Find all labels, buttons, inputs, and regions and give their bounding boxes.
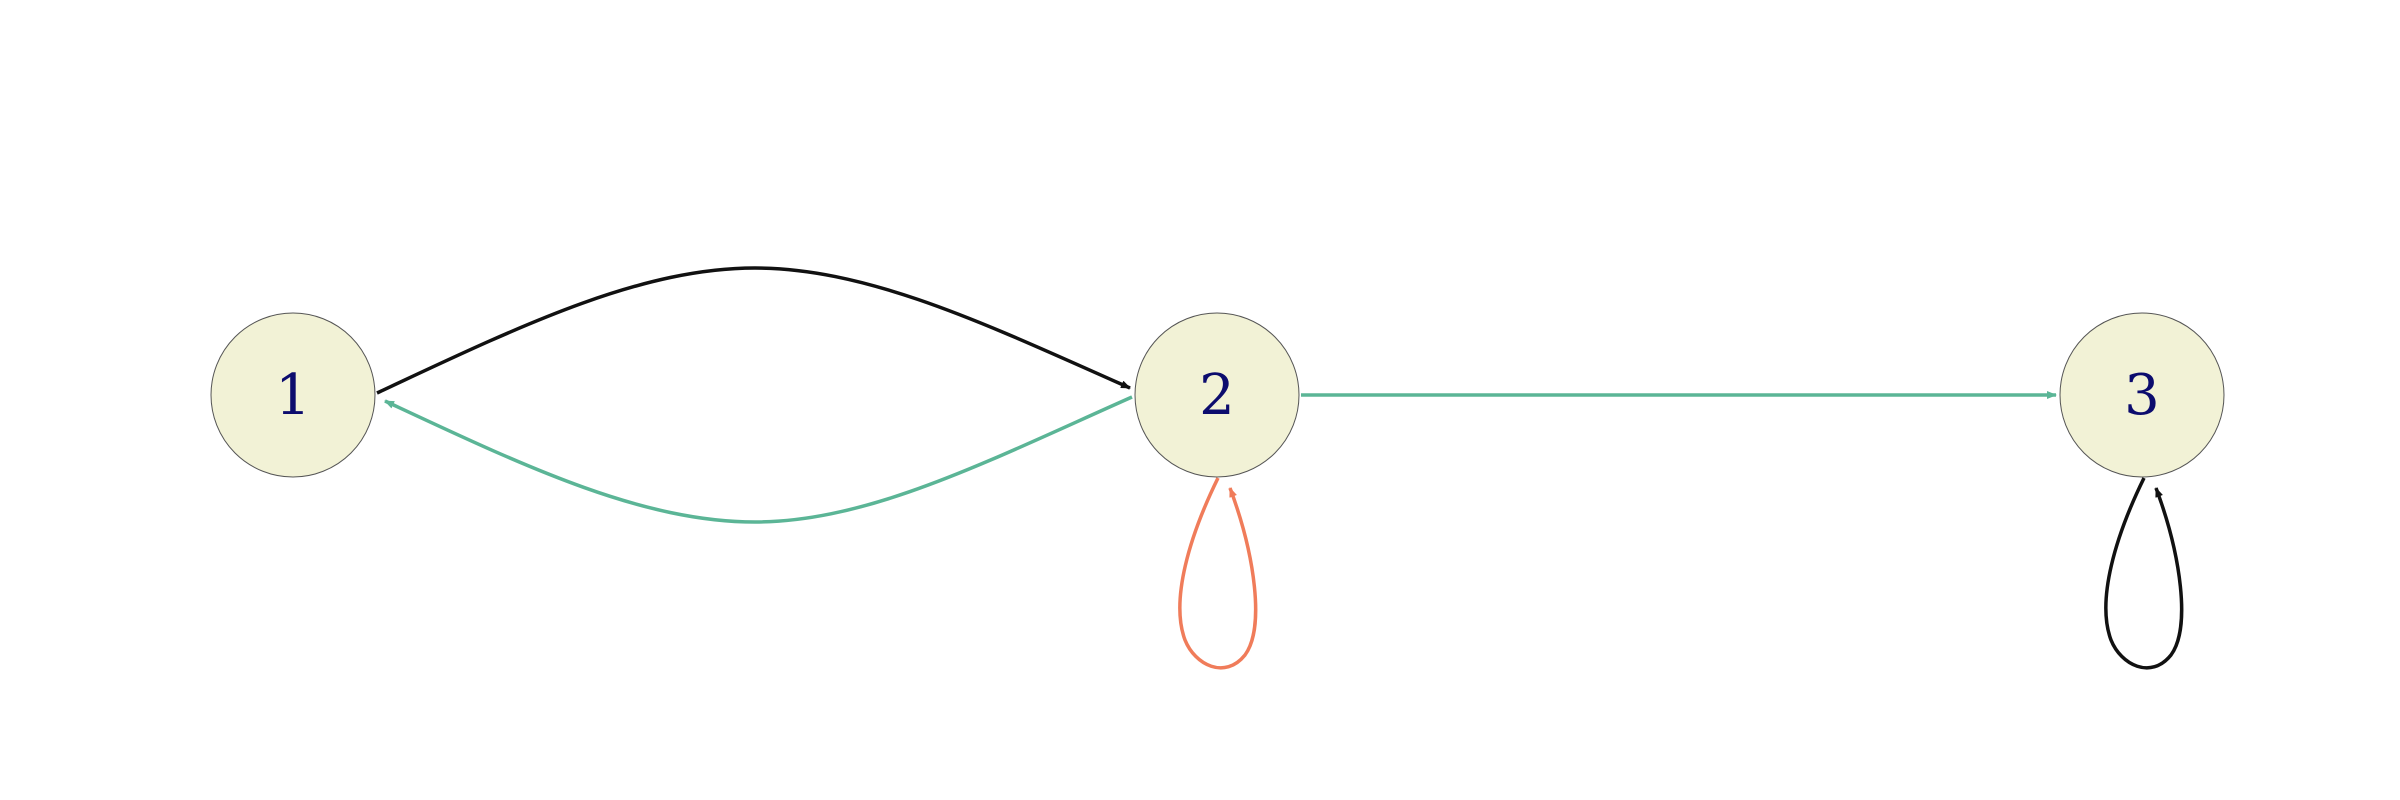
edge-2-to-1: [384, 395, 1133, 524]
edge-3-self-loop: [2104, 477, 2184, 670]
node-1-circle: [210, 312, 376, 478]
edge-1-to-2: [376, 266, 1131, 395]
node-2: 2: [1134, 312, 1300, 478]
node-3-label: 3: [2124, 363, 2160, 428]
node-3: 3: [2059, 312, 2225, 478]
node-2-circle: [1134, 312, 1300, 478]
node-1: 1: [210, 312, 376, 478]
node-3-circle: [2059, 312, 2225, 478]
node-1-label: 1: [275, 363, 311, 428]
edge-2-self-loop: [1178, 477, 1258, 670]
node-2-label: 2: [1199, 363, 1235, 428]
